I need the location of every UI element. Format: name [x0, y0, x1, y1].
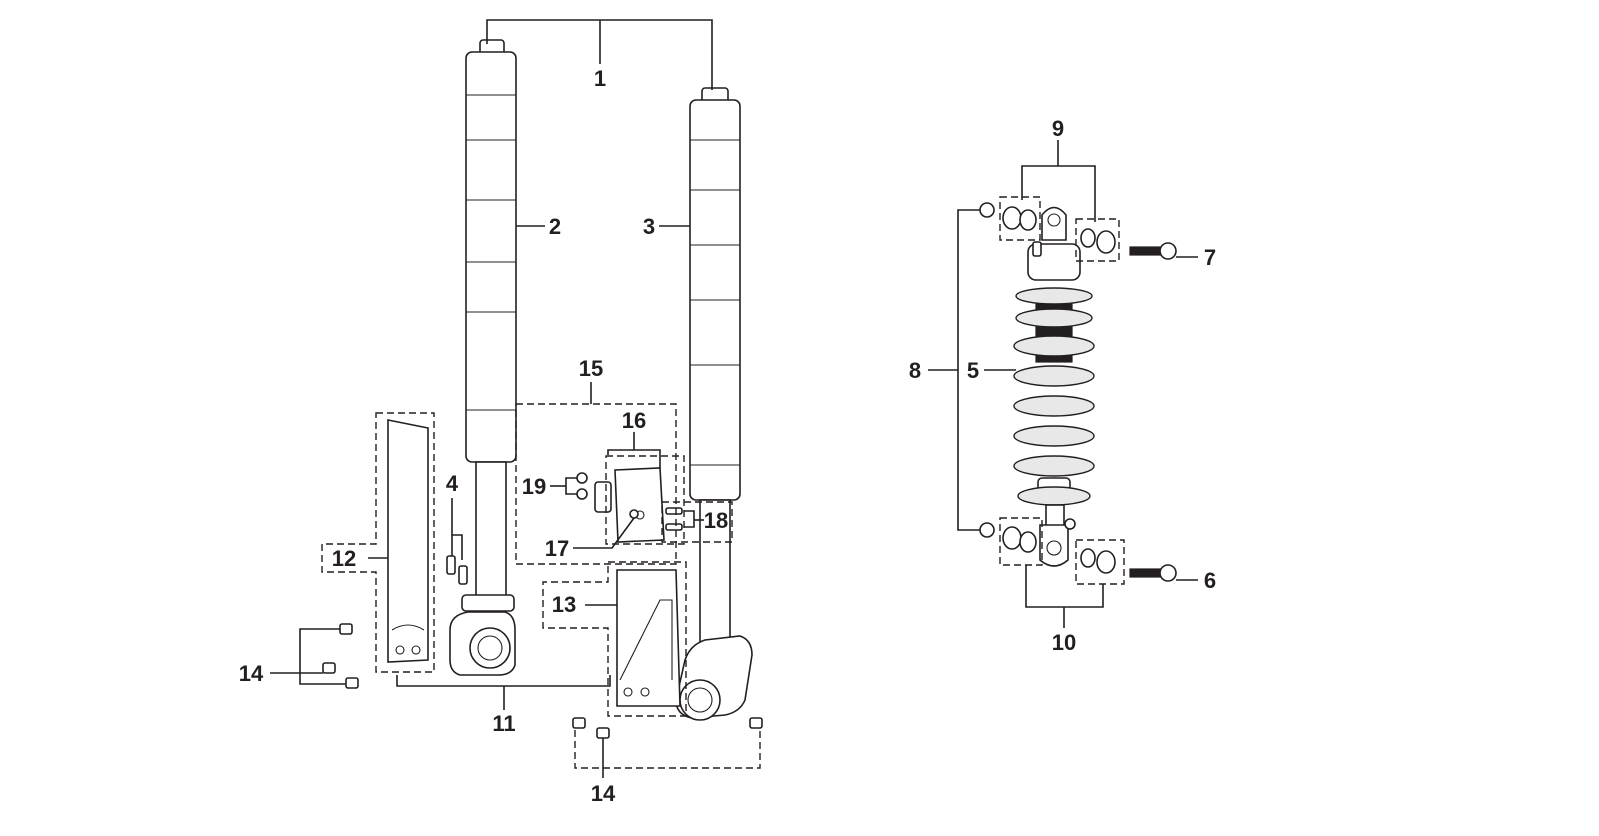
callout-1: 1 — [594, 66, 606, 91]
callout-17: 17 — [545, 536, 569, 561]
callout-11: 11 — [492, 711, 515, 736]
callout-labels: 1 2 3 4 5 6 7 8 9 10 11 12 13 14 14 15 1… — [239, 66, 1216, 806]
fork-guard-right — [616, 569, 681, 707]
small-fasteners — [322, 472, 763, 739]
leader-lines — [270, 19, 1198, 778]
callout-14-bottom: 14 — [591, 781, 616, 806]
callout-6: 6 — [1204, 568, 1216, 593]
callout-5: 5 — [967, 358, 979, 383]
callout-3: 3 — [643, 214, 655, 239]
callout-4: 4 — [446, 471, 459, 496]
dashed-group-boxes — [321, 196, 1125, 769]
callout-9: 9 — [1052, 116, 1064, 141]
callout-10: 10 — [1052, 630, 1076, 655]
callout-2: 2 — [549, 214, 561, 239]
callout-19: 19 — [522, 474, 546, 499]
shock-mounting-hardware — [979, 202, 1177, 582]
callout-18: 18 — [704, 508, 728, 533]
callout-14-left: 14 — [239, 661, 264, 686]
callout-13: 13 — [552, 592, 576, 617]
fork-guard-left — [387, 419, 429, 663]
fork-leg-left — [449, 39, 517, 676]
callout-7: 7 — [1204, 245, 1216, 270]
brake-hose-bracket — [594, 467, 665, 543]
callout-15: 15 — [579, 356, 603, 381]
callout-8: 8 — [909, 358, 921, 383]
rear-shock-absorber — [1013, 206, 1095, 567]
callout-16: 16 — [622, 408, 646, 433]
fork-leg-right — [675, 87, 753, 721]
callout-12: 12 — [332, 546, 356, 571]
